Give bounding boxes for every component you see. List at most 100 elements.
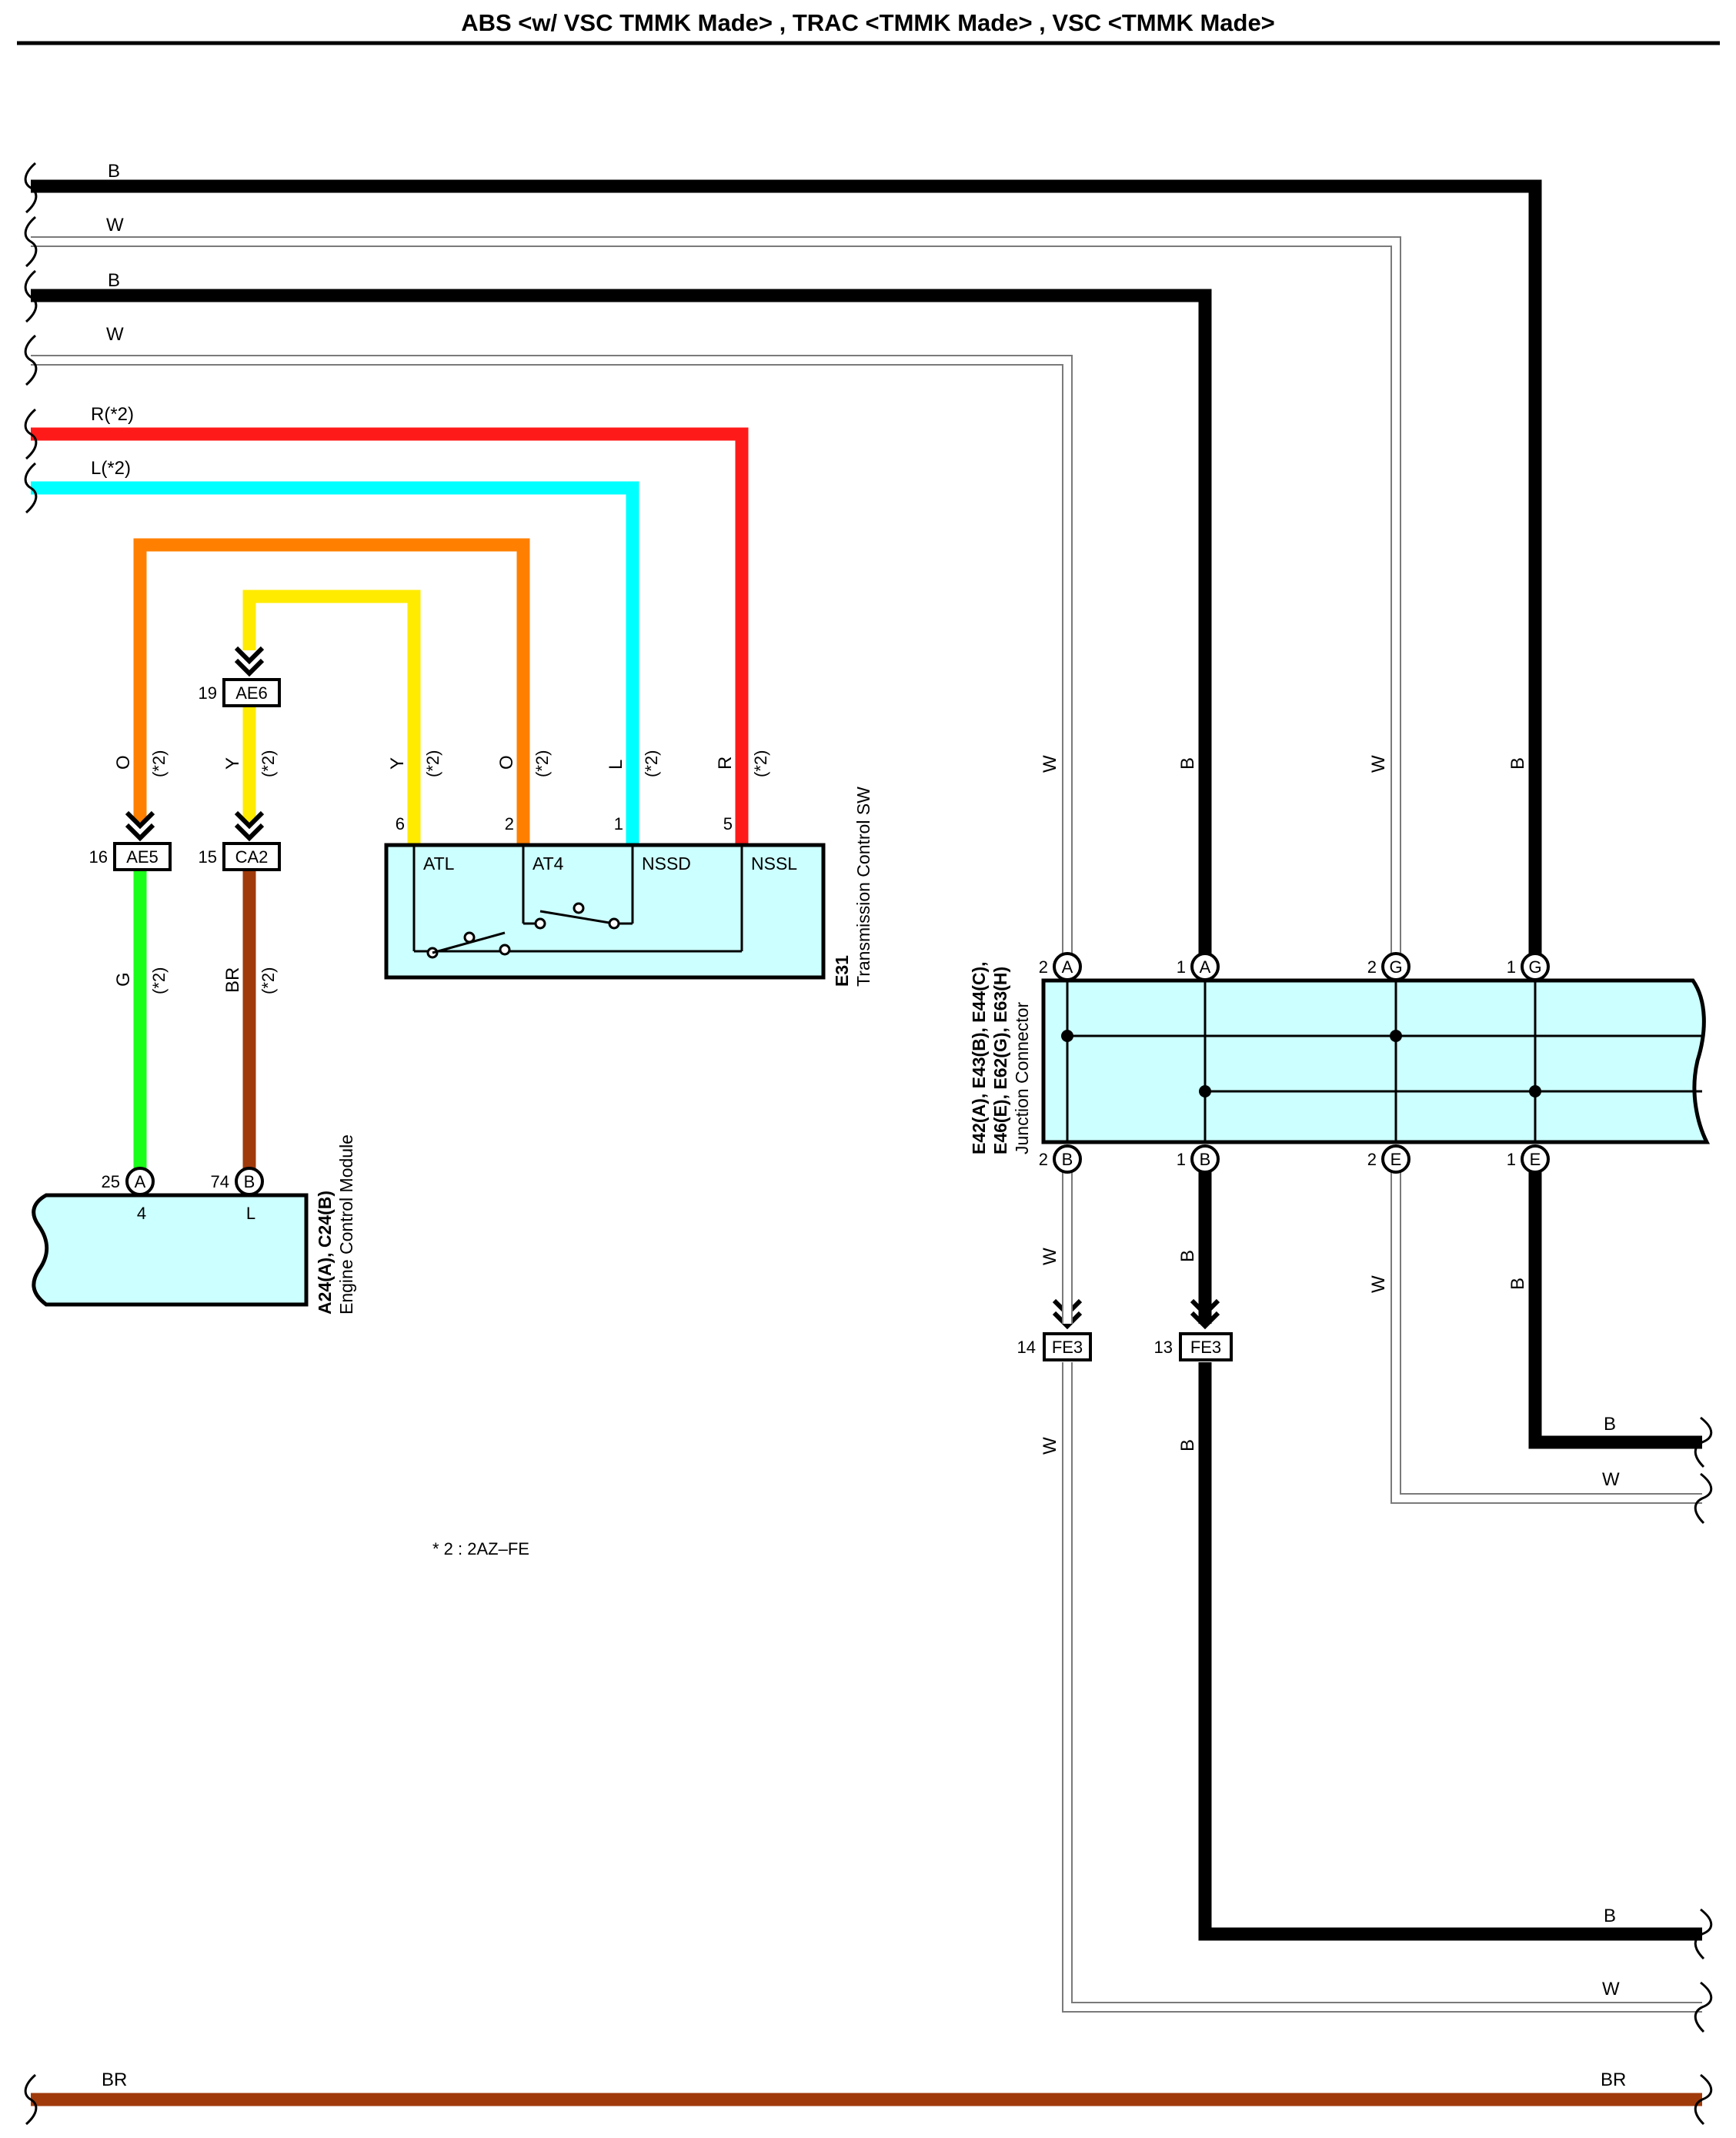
e31-pin-num-nssd: 1: [614, 814, 623, 833]
e31-name: Transmission Control SW: [853, 787, 873, 987]
wire-b-fe3-out: [1198, 1362, 1702, 1941]
jc-top-num-1: 2: [1039, 957, 1048, 977]
wire-label-b1: B: [108, 161, 120, 182]
e31-id: E31: [832, 955, 852, 987]
connector-ae6: AE6 19: [199, 678, 281, 707]
e31-pin-num-at4: 2: [505, 814, 514, 833]
vlabel-jc-b1: B: [1177, 757, 1198, 770]
junction-name: Junction Connector: [1012, 1001, 1032, 1154]
connector-fe3-b-pin: 13: [1154, 1338, 1173, 1357]
vlabel-jc-w1: W: [1040, 755, 1060, 773]
component-junction: E42(A), E43(B), E44(C), E46(E), E62(G), …: [969, 961, 1711, 1154]
wire-b-jc-e1-out: [1528, 1170, 1702, 1449]
jc-bot-num-4: 1: [1507, 1150, 1516, 1169]
ecm-pin-num-74: 74: [211, 1172, 229, 1191]
junction-top-pins: A A G G 2 1 2 1: [1039, 952, 1550, 981]
wire-b1: [31, 179, 1542, 973]
jc-top-num-4: 1: [1507, 957, 1516, 977]
wire-w-jc-b2-out: [1062, 1170, 1702, 2013]
wire-w1: [31, 236, 1401, 973]
vlabel-g-ecm: G: [113, 972, 134, 987]
jc-bot-num-3: 2: [1367, 1150, 1377, 1169]
vlabel-jc-b2: B: [1507, 757, 1528, 770]
jc-top-letter-4: G: [1528, 957, 1541, 977]
wire-y-upper: [242, 590, 421, 847]
ecm-name: Engine Control Module: [336, 1134, 356, 1315]
wire-b2: [31, 289, 1212, 973]
vlabel-fe-b: B: [1177, 1439, 1198, 1452]
wire-label-w2: W: [106, 324, 124, 345]
e31-pin-num-atl: 6: [396, 814, 405, 833]
junction-wire-labels: W B W B W B W B W B: [1040, 755, 1528, 1455]
wire-label-br-left: BR: [102, 2070, 127, 2090]
vlabel-jc-w3: W: [1040, 1248, 1060, 1265]
jc-top-letter-3: G: [1389, 957, 1402, 977]
wire-label-br-right: BR: [1601, 2070, 1626, 2090]
vlabel-br-ecm: BR: [222, 967, 243, 993]
vlabel-y-ae6-note: (*2): [259, 750, 278, 777]
connector-ca2-pin: 15: [199, 847, 217, 867]
jc-bot-letter-3: E: [1390, 1150, 1402, 1169]
junction-bottom-pins: B B E E 2 1 2 1: [1039, 1144, 1550, 1174]
e31-pin-label-nssd: NSSD: [642, 854, 691, 874]
wire-label-right-b1: B: [1604, 1414, 1616, 1435]
junction-id-line1: E42(A), E43(B), E44(C),: [969, 961, 989, 1154]
vlabel-o-left: O: [113, 755, 134, 770]
vlabel-jc-b3: B: [1177, 1250, 1198, 1262]
ecm-term-4: 4: [137, 1204, 146, 1223]
e31-pin-label-atl: ATL: [423, 854, 455, 874]
connector-ae6-name: AE6: [235, 683, 268, 703]
jc-top-num-2: 1: [1177, 957, 1186, 977]
wire-break-marks-left: [24, 162, 38, 514]
page-title: ABS <w/ VSC TMMK Made> , TRAC <TMMK Made…: [461, 9, 1275, 36]
vlabel-y-ae6: Y: [222, 757, 243, 770]
ecm-term-l: L: [246, 1204, 255, 1223]
vlabel-o-left-note: (*2): [149, 750, 169, 777]
junction-id-line2: E46(E), E62(G), E63(H): [990, 967, 1010, 1154]
vlabel-jc-b4: B: [1507, 1278, 1528, 1290]
vlabel-o-e31-note: (*2): [532, 750, 552, 777]
wire-label-r: R(*2): [91, 404, 134, 425]
vlabel-jc-w2: W: [1368, 755, 1389, 773]
connector-ae6-pin: 19: [199, 683, 217, 703]
jc-bot-letter-2: B: [1200, 1150, 1211, 1169]
vlabel-y-e31: Y: [387, 757, 408, 770]
jc-bot-num-2: 1: [1177, 1150, 1186, 1169]
jc-bot-num-1: 2: [1039, 1150, 1048, 1169]
e31-pin-label-at4: AT4: [532, 854, 564, 874]
ecm-pin-letter-a: A: [135, 1172, 146, 1191]
connector-ae5: AE5 16: [89, 842, 172, 871]
vlabel-l-e31: L: [606, 760, 626, 770]
vlabel-jc-w4: W: [1368, 1275, 1389, 1293]
ecm-id: A24(A), C24(B): [315, 1191, 335, 1315]
jc-bot-letter-1: B: [1062, 1150, 1073, 1169]
ecm-pin-num-25: 25: [102, 1172, 120, 1191]
wire-label-w1: W: [106, 215, 124, 236]
jc-top-letter-2: A: [1200, 957, 1211, 977]
vlabel-r-e31-note: (*2): [751, 750, 770, 777]
connector-ae5-name: AE5: [126, 847, 159, 867]
e31-pin-num-nssl: 5: [723, 814, 733, 833]
jc-bot-letter-4: E: [1530, 1150, 1541, 1169]
component-ecm: A B 25 74 4 L A24(A), C24(B) Engine Cont…: [32, 1134, 356, 1315]
vlabel-g-ecm-note: (*2): [149, 967, 169, 994]
connector-fe3-b: FE3 13: [1154, 1332, 1233, 1361]
wire-break-marks-right: [24, 1416, 1713, 2126]
connector-fe3-w-name: FE3: [1052, 1338, 1083, 1357]
vlabel-fe-w: W: [1040, 1437, 1060, 1455]
vlabel-o-e31: O: [496, 755, 517, 770]
vertical-wire-labels: O (*2) Y (*2) Y (*2) O (*2) L (*2) R (*2…: [113, 750, 770, 994]
jc-top-letter-1: A: [1062, 957, 1073, 977]
connector-ca2-name: CA2: [235, 847, 269, 867]
ecm-pin-letter-b: B: [244, 1172, 255, 1191]
vlabel-y-e31-note: (*2): [423, 750, 442, 777]
connector-ae5-pin: 16: [89, 847, 108, 867]
wire-l: [31, 481, 639, 847]
component-e31: 6 2 1 5 ATL AT4 NSSD NSSL E31 Transmissi…: [384, 787, 873, 987]
wire-label-right-b2: B: [1604, 1906, 1616, 1926]
wire-label-right-w2: W: [1602, 1979, 1620, 1999]
footnote: * 2 : 2AZ–FE: [432, 1539, 529, 1558]
vlabel-br-ecm-note: (*2): [259, 967, 278, 994]
e31-pin-label-nssl: NSSL: [751, 854, 797, 874]
